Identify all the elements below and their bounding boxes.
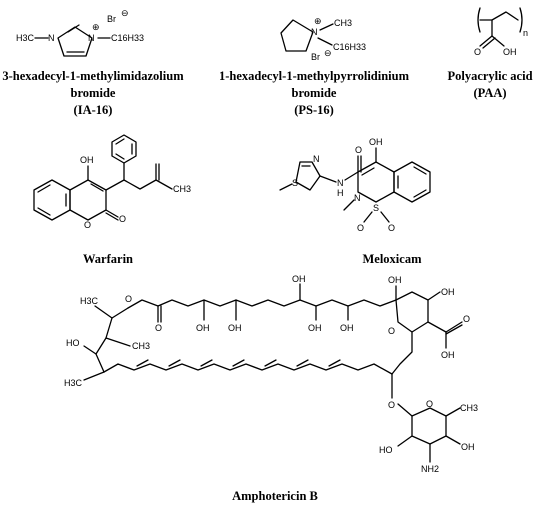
amb-ring-o-label: O xyxy=(388,326,395,336)
warfarin-keto-o-label: O xyxy=(119,214,126,224)
paa-name-line1: Polyacrylic acid xyxy=(447,69,532,83)
ps16-structure: N ⊕ CH3 C16H33 Br ⊖ xyxy=(280,16,366,62)
amphotericin-name: Amphotericin B xyxy=(232,489,318,503)
paa-oh-label: OH xyxy=(503,47,517,57)
amb-glyco-o-label: O xyxy=(388,400,395,410)
ps16-charge-label: ⊕ xyxy=(314,16,322,26)
amb-oh5-label: OH xyxy=(340,323,354,333)
meloxicam-amide-o-label: O xyxy=(355,145,362,155)
meloxicam-o2-label: O xyxy=(388,223,395,233)
amb-sugar-ho-label: HO xyxy=(379,445,393,455)
amb-ch3-top-label: CH3 xyxy=(132,341,150,351)
ps16-name-line2: bromide xyxy=(292,86,337,100)
meloxicam-structure: N S N H O OH N S O O xyxy=(279,137,431,233)
paa-abbr: (PAA) xyxy=(473,86,506,100)
meloxicam-nh-h-label: H xyxy=(337,188,344,198)
ps16-chain-label: C16H33 xyxy=(333,42,366,52)
warfarin-oh-label: OH xyxy=(80,155,94,165)
ps16-counterion-label: Br xyxy=(311,52,320,62)
ia16-n3-label: N xyxy=(88,33,95,43)
ia16-chain-label: C16H33 xyxy=(111,33,144,43)
ia16-methyl-label: H3C xyxy=(16,33,35,43)
ps16-counter-charge-label: ⊖ xyxy=(324,48,332,58)
ps16-n-label: N xyxy=(311,27,318,37)
amb-carbonyl-o-label: O xyxy=(155,323,162,333)
amb-acid-oh-label: OH xyxy=(441,350,455,360)
amb-sugar-ch3-label: CH3 xyxy=(460,403,478,413)
amb-acid-o-label: O xyxy=(463,314,470,324)
ia16-abbr: (IA-16) xyxy=(74,103,113,117)
amb-right-oh-label: OH xyxy=(441,287,455,297)
amb-sugar-o-label: O xyxy=(426,399,433,409)
meloxicam-o1-label: O xyxy=(357,223,364,233)
meloxicam-ring-n-label: N xyxy=(354,193,361,203)
ia16-counter-charge-label: ⊖ xyxy=(121,8,129,18)
amb-h3c-left-label: H3C xyxy=(64,378,83,388)
meloxicam-thiazole-n-label: N xyxy=(313,154,320,164)
ia16-n1-label: N xyxy=(48,33,55,43)
amphotericin-structure: H3C O O CH3 HO H3C OH OH OH OH OH OH OH … xyxy=(64,274,478,474)
amb-oh1-label: OH xyxy=(196,323,210,333)
meloxicam-thiazole-s-label: S xyxy=(292,178,298,188)
ia16-charge-label: ⊕ xyxy=(92,22,100,32)
amb-ho-left-label: HO xyxy=(66,338,80,348)
meloxicam-name: Meloxicam xyxy=(362,252,422,266)
ps16-methyl-label: CH3 xyxy=(334,18,352,28)
paa-o-label: O xyxy=(474,47,481,57)
ps16-name-line1: 1-hexadecyl-1-methylpyrrolidinium xyxy=(219,69,410,83)
paa-n-label: n xyxy=(523,28,528,38)
ia16-name-line2: bromide xyxy=(71,86,116,100)
meloxicam-nh-n-label: N xyxy=(337,178,344,188)
amb-hemiketal-oh-label: OH xyxy=(388,275,402,285)
amb-h3c-top-label: H3C xyxy=(80,296,99,306)
amb-ester-o-label: O xyxy=(125,294,132,304)
warfarin-structure: CH3 OH O O xyxy=(33,134,191,230)
amb-nh2-label: NH2 xyxy=(421,464,439,474)
ia16-name-line1: 3-hexadecyl-1-methylimidazolium xyxy=(2,69,184,83)
warfarin-name: Warfarin xyxy=(83,252,133,266)
paa-structure: O OH n xyxy=(474,7,528,57)
amb-sugar-oh-label: OH xyxy=(461,442,475,452)
ia16-counterion-label: Br xyxy=(107,14,116,24)
warfarin-ch3-label: CH3 xyxy=(173,184,191,194)
amb-oh3-label: OH xyxy=(292,274,306,284)
ps16-abbr: (PS-16) xyxy=(294,103,334,117)
meloxicam-sulfonyl-s-label: S xyxy=(373,203,379,213)
warfarin-ring-o-label: O xyxy=(84,220,91,230)
amb-oh2-label: OH xyxy=(228,323,242,333)
meloxicam-oh-label: OH xyxy=(369,137,383,147)
ia16-structure: H3C N N ⊕ C16H33 Br ⊖ xyxy=(16,8,144,57)
amb-oh4-label: OH xyxy=(308,323,322,333)
